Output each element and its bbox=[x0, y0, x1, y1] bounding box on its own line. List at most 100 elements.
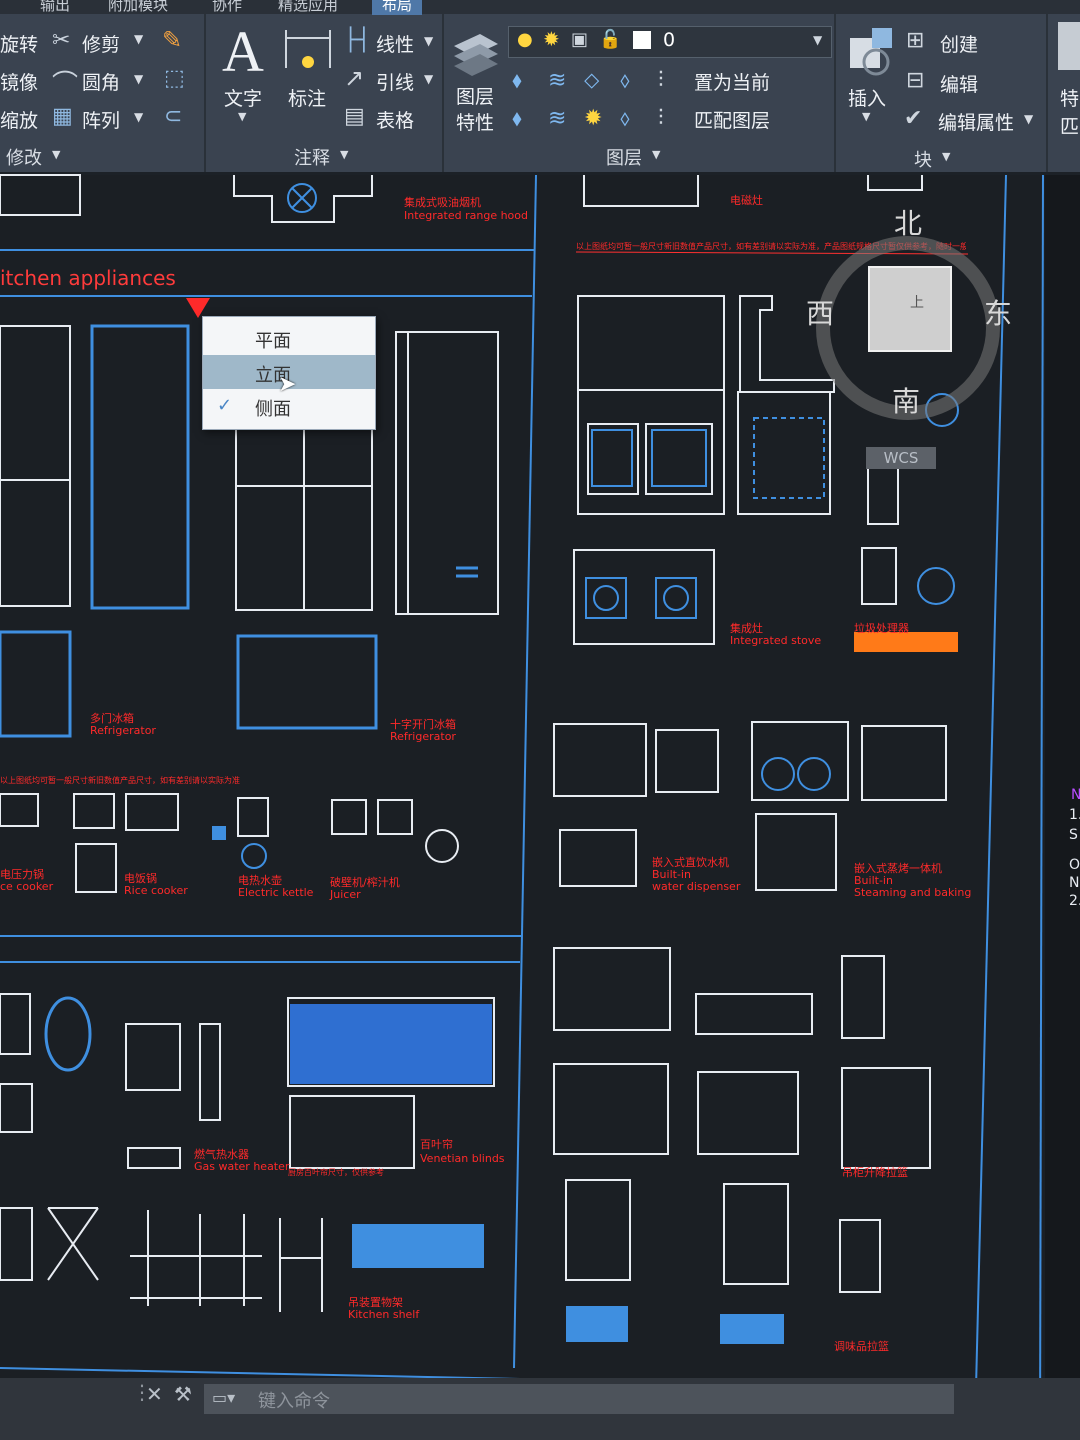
array-button[interactable]: 阵列 bbox=[82, 110, 121, 132]
annotation-panel-expand-icon[interactable]: ▼ bbox=[340, 148, 349, 161]
seasoning-basket-label: 调味品拉篮 bbox=[834, 1340, 889, 1353]
cross-door-fridge-label-cn: 十字开门冰箱 bbox=[390, 718, 456, 731]
edit-block-button[interactable]: 编辑 bbox=[940, 74, 979, 96]
edit-attributes-button[interactable]: 编辑属性 bbox=[938, 112, 1015, 134]
steam-bake-label-en-2: Steaming and baking bbox=[854, 886, 972, 899]
kettle-label-cn: 电热水壶 bbox=[238, 874, 282, 887]
linear-dropdown-icon[interactable]: ▼ bbox=[424, 34, 434, 48]
match-layer-button[interactable]: 匹配图层 bbox=[694, 110, 771, 132]
layer-tool-icon[interactable]: ≋ bbox=[548, 68, 567, 93]
layer-color-swatch bbox=[633, 31, 651, 49]
panel-separator bbox=[834, 14, 836, 172]
layer-properties-button[interactable]: 图层特性 bbox=[456, 86, 495, 134]
grip-handle-icon[interactable]: ⋮ bbox=[132, 1380, 152, 1404]
basket-block bbox=[720, 1314, 784, 1344]
table-button[interactable]: 表格 bbox=[376, 110, 415, 132]
layer-thaw-icon[interactable]: ✹ bbox=[543, 27, 560, 51]
properties-icon[interactable] bbox=[1058, 22, 1080, 70]
linear-button[interactable]: 线性 bbox=[376, 34, 415, 56]
layer-viewport-icon[interactable]: ▣ bbox=[571, 29, 589, 50]
layer-on-icon[interactable]: ● bbox=[517, 29, 533, 50]
properties-label-2[interactable]: 匹 bbox=[1060, 116, 1080, 138]
array-icon: ▦ bbox=[52, 104, 73, 129]
leader-button[interactable]: 引线 bbox=[376, 72, 415, 94]
oven-label: 电磁灶 bbox=[730, 194, 763, 207]
layer-tool-icon[interactable]: ⬧ bbox=[512, 68, 522, 93]
insert-block-button[interactable]: 插入 bbox=[848, 88, 887, 110]
tab-output[interactable]: 输出 bbox=[40, 0, 71, 14]
right-side-panel: N 1. S O N 2. bbox=[1045, 175, 1080, 1385]
block-panel-label[interactable]: 块 bbox=[914, 150, 932, 171]
multi-door-fridge-label-en: Refrigerator bbox=[90, 724, 156, 737]
explode-icon[interactable]: ⬚ bbox=[164, 66, 185, 91]
text-dropdown-icon[interactable]: ▼ bbox=[238, 110, 247, 123]
tab-featured-apps[interactable]: 精选应用 bbox=[278, 0, 339, 14]
edit-attributes-dropdown-icon[interactable]: ▼ bbox=[1024, 112, 1034, 126]
layer-tool-icon[interactable]: ⬧ bbox=[512, 106, 522, 131]
insert-dropdown-icon[interactable]: ▼ bbox=[862, 110, 871, 123]
menu-item-label: 平面 bbox=[255, 331, 291, 352]
tab-addins[interactable]: 附加模块 bbox=[108, 0, 169, 14]
menu-item-side[interactable]: ✓ 侧面 bbox=[203, 389, 375, 423]
layer-tool-icon[interactable]: ✹ bbox=[584, 106, 603, 131]
create-block-icon: ⊞ bbox=[906, 28, 925, 53]
menu-item-plan[interactable]: 平面 bbox=[203, 321, 375, 355]
section-title: itchen appliances bbox=[0, 266, 176, 290]
range-hood-label-cn: 集成式吸油烟机 bbox=[404, 196, 481, 209]
ribbon: 输出 附加模块 协作 精选应用 布局 旋转 ✂ 修剪 ▼ ✎ 镜像 ⌒ 圆角 ▼… bbox=[0, 0, 1080, 175]
current-layer-name: 0 bbox=[663, 29, 676, 51]
trim-dropdown-icon[interactable]: ▼ bbox=[134, 32, 144, 46]
layer-dropdown[interactable]: ● ✹ ▣ 🔓 0 ▼ bbox=[508, 26, 832, 58]
erase-icon[interactable]: ✎ bbox=[162, 26, 183, 54]
linear-icon: ├┤ bbox=[344, 28, 371, 53]
fillet-button[interactable]: 圆角 bbox=[82, 72, 121, 94]
offset-icon[interactable]: ⊂ bbox=[164, 104, 183, 129]
modify-panel-label[interactable]: 修改 bbox=[6, 148, 42, 169]
rotate-button[interactable]: 旋转 bbox=[0, 34, 39, 56]
layer-tool-icon[interactable]: ⬦ bbox=[584, 68, 600, 93]
tab-layout[interactable]: 布局 bbox=[372, 0, 423, 15]
right-panel-text: S bbox=[1069, 827, 1078, 843]
fillet-dropdown-icon[interactable]: ▼ bbox=[134, 72, 144, 86]
set-current-button[interactable]: 置为当前 bbox=[694, 72, 771, 94]
table-icon: ▤ bbox=[344, 104, 365, 129]
viewcube[interactable]: 上 bbox=[868, 266, 952, 352]
block-panel-expand-icon[interactable]: ▼ bbox=[942, 150, 951, 163]
mirror-button[interactable]: 镜像 bbox=[0, 72, 39, 94]
scale-button[interactable]: 缩放 bbox=[0, 110, 39, 132]
compass-south[interactable]: 南 bbox=[892, 385, 921, 418]
trim-button[interactable]: 修剪 bbox=[82, 34, 121, 56]
properties-label[interactable]: 特 bbox=[1060, 88, 1080, 110]
layer-dropdown-chevron-icon[interactable]: ▼ bbox=[813, 33, 823, 47]
layers-panel-label[interactable]: 图层 bbox=[606, 148, 642, 169]
layer-lock-icon[interactable]: 🔓 bbox=[599, 29, 622, 50]
layer-tool-icon[interactable]: ⬨ bbox=[620, 106, 630, 131]
command-history-icon[interactable]: ▭▾ bbox=[212, 1388, 236, 1407]
wcs-menu[interactable]: WCS bbox=[866, 447, 936, 469]
array-dropdown-icon[interactable]: ▼ bbox=[134, 110, 144, 124]
text-button[interactable]: 文字 bbox=[224, 88, 263, 110]
layer-tool-icon[interactable]: ⬨ bbox=[620, 68, 630, 93]
leader-dropdown-icon[interactable]: ▼ bbox=[424, 72, 434, 86]
compass-west[interactable]: 西 bbox=[806, 297, 835, 330]
kitchen-shelf-block bbox=[352, 1224, 484, 1268]
modify-panel-expand-icon[interactable]: ▼ bbox=[52, 148, 61, 161]
command-input[interactable]: ▭▾ bbox=[204, 1384, 954, 1414]
menu-item-elevation[interactable]: 立面 bbox=[203, 355, 375, 389]
fillet-icon: ⌒ bbox=[52, 70, 79, 100]
viewcube-top-face-label: 上 bbox=[910, 295, 924, 311]
tab-collaborate[interactable]: 协作 bbox=[212, 0, 243, 14]
dimension-button[interactable]: 标注 bbox=[288, 88, 327, 110]
layers-panel-expand-icon[interactable]: ▼ bbox=[652, 148, 661, 161]
compass-east[interactable]: 东 bbox=[984, 297, 1013, 330]
create-block-button[interactable]: 创建 bbox=[940, 34, 979, 56]
layer-tool-icon[interactable]: ≋ bbox=[548, 106, 567, 131]
steam-bake-label-en-1: Built-in bbox=[854, 874, 893, 887]
layer-properties-icon bbox=[454, 34, 498, 76]
compass-north[interactable]: 北 bbox=[894, 207, 923, 240]
customize-wrench-icon[interactable]: ⚒ bbox=[174, 1382, 192, 1406]
annotation-panel-label[interactable]: 注释 bbox=[294, 148, 330, 169]
close-icon[interactable]: ✕ bbox=[146, 1382, 163, 1406]
blinds-note: 厨房百叶帘尺寸，仅供参考 bbox=[288, 1168, 384, 1177]
mirror-block bbox=[44, 996, 92, 1072]
